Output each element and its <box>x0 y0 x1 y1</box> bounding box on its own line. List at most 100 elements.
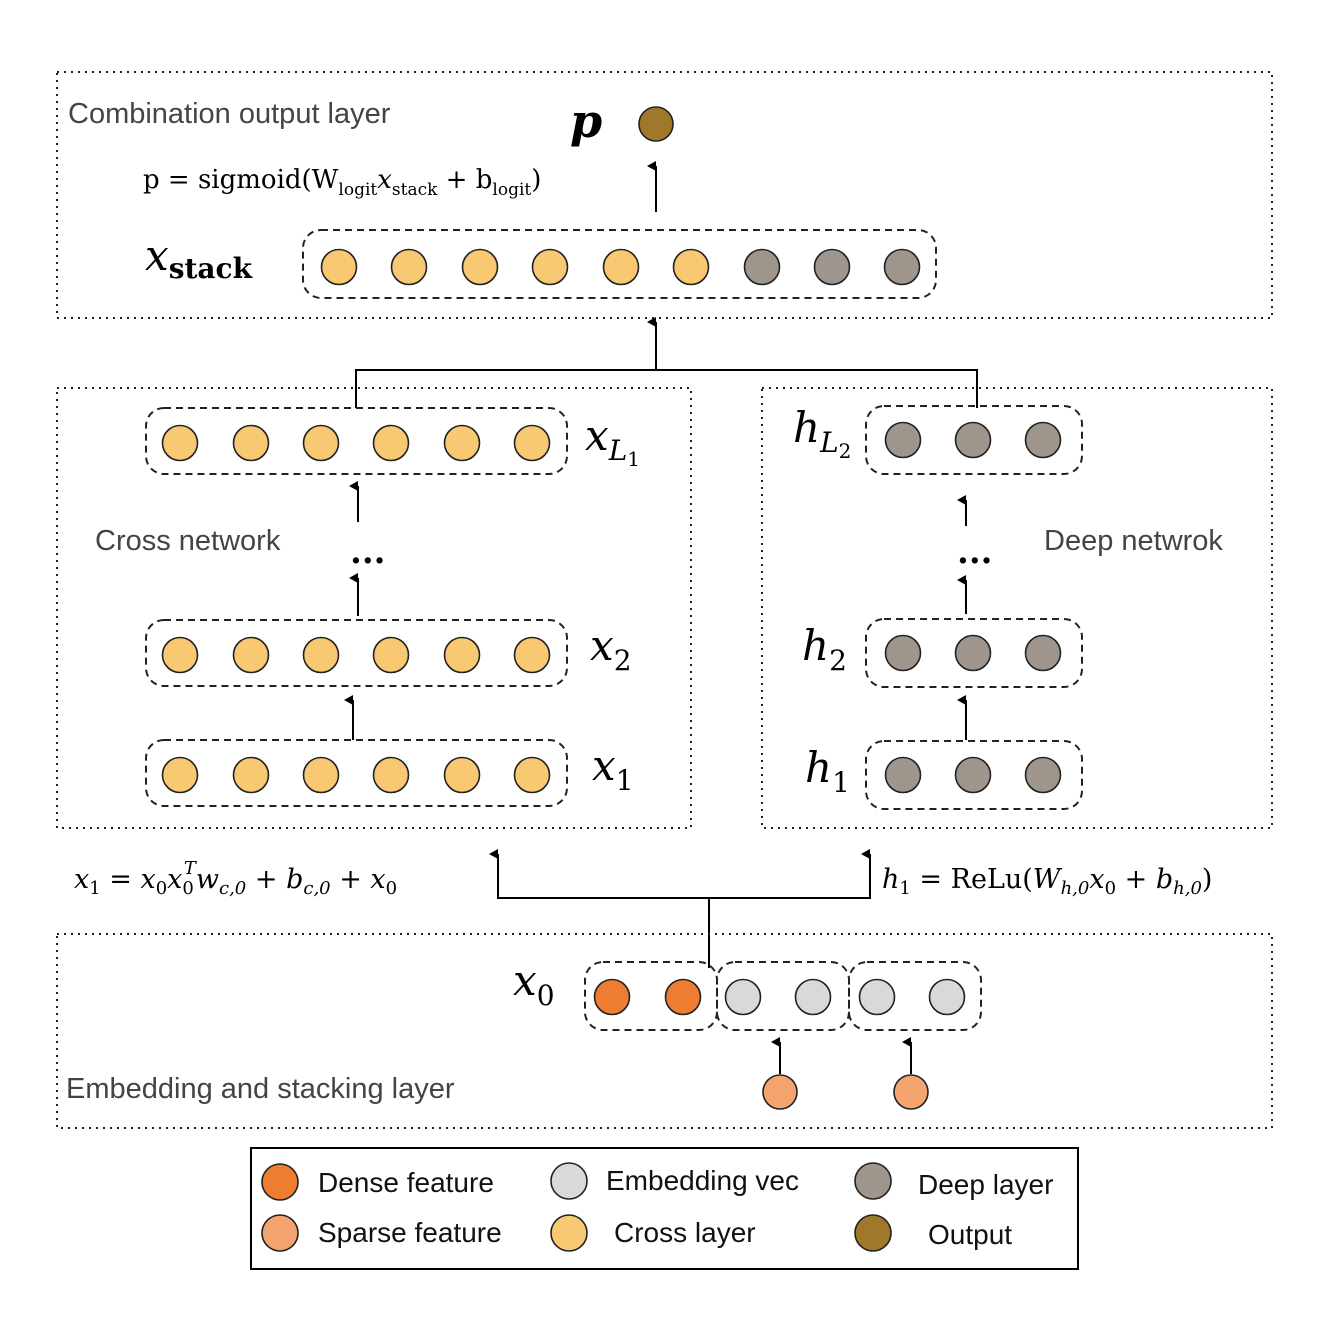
deep-ellipsis: ... <box>957 532 993 572</box>
deep-layer-node <box>884 421 922 459</box>
x1-label: x1 <box>592 741 634 797</box>
embedding-vec-swatch <box>550 1162 588 1200</box>
deep-layer-node <box>954 421 992 459</box>
legend-label: Sparse feature <box>318 1217 502 1248</box>
legend-item-cross: Cross layer <box>550 1214 756 1252</box>
deep-layer-node <box>1024 421 1062 459</box>
x2-nodes <box>161 636 551 674</box>
x0-node <box>724 978 762 1016</box>
dense-feature-group-box <box>584 961 718 1031</box>
x0-node <box>593 978 631 1016</box>
h2-label: h2 <box>802 621 847 677</box>
deep-network-box <box>761 387 1273 829</box>
cross-layer-node <box>161 756 199 794</box>
x0-node <box>794 978 832 1016</box>
cross-layer-node <box>302 424 340 462</box>
combination-output-layer-box <box>56 71 1273 319</box>
deep-layer-node <box>1024 756 1062 794</box>
legend-label: Cross layer <box>614 1217 756 1248</box>
x-L1-vector-box <box>145 407 568 475</box>
x-stack-node <box>461 248 499 286</box>
x-stack-vector-box <box>302 229 937 299</box>
cross-layer-node <box>443 756 481 794</box>
x-stack-nodes <box>320 248 921 286</box>
x2-label: x2 <box>590 621 632 677</box>
x-stack-node <box>672 248 710 286</box>
legend-label: Deep layer <box>918 1169 1053 1200</box>
combination-layer-label: Combination output layer <box>68 98 391 130</box>
h-L2-nodes <box>884 421 1062 459</box>
dense-feature-swatch <box>261 1163 299 1201</box>
h-L2-vector-box <box>865 405 1083 475</box>
cross-layer-node <box>372 636 410 674</box>
deep-network-label: Deep netwrok <box>1044 525 1223 557</box>
h-L2-label: hL2 <box>793 403 851 463</box>
legend-item-deep: Deep layer <box>854 1162 1053 1200</box>
legend-item-embedding: Embedding vec <box>550 1162 799 1200</box>
x0-nodes <box>593 978 966 1016</box>
h2-nodes <box>884 634 1062 672</box>
legend-label: Embedding vec <box>606 1165 799 1196</box>
legend-label: Output <box>928 1219 1012 1250</box>
x0-to-deep-arrow <box>709 849 871 899</box>
x-stack-node <box>390 248 428 286</box>
output-p-label: p <box>570 94 602 148</box>
sparse-feature-swatch <box>261 1214 299 1252</box>
svg-text:x1 = x0x0Twc,0 + bc,0 + x0: x1 = x0x0Twc,0 + bc,0 + x0 <box>74 858 397 899</box>
cross-layer-node <box>372 424 410 462</box>
networks-merge-connector <box>355 369 978 408</box>
h2-vector-box <box>865 618 1083 688</box>
cross-layer-node <box>232 424 270 462</box>
x0-label: x0 <box>513 956 555 1012</box>
cross-ellipsis: ... <box>350 532 386 572</box>
deep-layer-node <box>954 634 992 672</box>
x-L1-nodes <box>161 424 551 462</box>
deep-layer-node <box>884 756 922 794</box>
deep-layer-node <box>954 756 992 794</box>
cross-layer-node <box>443 424 481 462</box>
x-stack-node <box>883 248 921 286</box>
h1-vector-box <box>865 740 1083 810</box>
x0-node <box>858 978 896 1016</box>
x-stack-node <box>602 248 640 286</box>
x0-node <box>928 978 966 1016</box>
embedding-group-2-box <box>848 961 982 1031</box>
cross-layer-node <box>513 636 551 674</box>
sparse-feature-node <box>893 1074 929 1110</box>
output-equation: p = sigmoid(Wlogitxstack + blogit) <box>143 165 541 200</box>
cross-layer-node <box>232 756 270 794</box>
x0-node <box>664 978 702 1016</box>
deep-layer-node <box>884 634 922 672</box>
x-L1-label: xL1 <box>585 411 640 471</box>
embedding-group-1-box <box>716 961 850 1031</box>
x-stack-label: xstack <box>145 231 253 285</box>
deep-equation: h1 = ReLu(Wh,0x0 + bh,0) <box>882 864 1212 899</box>
x-stack-node <box>531 248 569 286</box>
x-stack-node <box>320 248 358 286</box>
x1-vector-box <box>145 739 568 807</box>
h1-label: h1 <box>805 743 850 799</box>
h1-nodes <box>884 756 1062 794</box>
cross-layer-node <box>161 424 199 462</box>
cross-layer-node <box>372 756 410 794</box>
legend-item-output: Output <box>854 1214 1012 1252</box>
output-swatch <box>854 1214 892 1252</box>
cross-layer-node <box>232 636 270 674</box>
cross-layer-swatch <box>550 1214 588 1252</box>
deep-layer-swatch <box>854 1162 892 1200</box>
deep-layer-node <box>1024 634 1062 672</box>
cross-equation: x1 = x0x0Twc,0 + bc,0 + x0 <box>74 858 397 899</box>
x-stack-node <box>743 248 781 286</box>
svg-text:p = sigmoid(Wlogitxstack + blo: p = sigmoid(Wlogitxstack + blogit) <box>143 165 541 200</box>
svg-text:h1 = ReLu(Wh,0x0 + bh,0): h1 = ReLu(Wh,0x0 + bh,0) <box>882 864 1212 899</box>
cross-layer-node <box>302 756 340 794</box>
x1-nodes <box>161 756 551 794</box>
sparse-feature-node <box>762 1074 798 1110</box>
x-stack-node <box>813 248 851 286</box>
output-node <box>638 106 674 142</box>
x0-to-cross-arrow <box>489 849 710 968</box>
cross-network-box <box>56 387 692 829</box>
cross-network-label: Cross network <box>95 525 281 557</box>
cross-layer-node <box>302 636 340 674</box>
